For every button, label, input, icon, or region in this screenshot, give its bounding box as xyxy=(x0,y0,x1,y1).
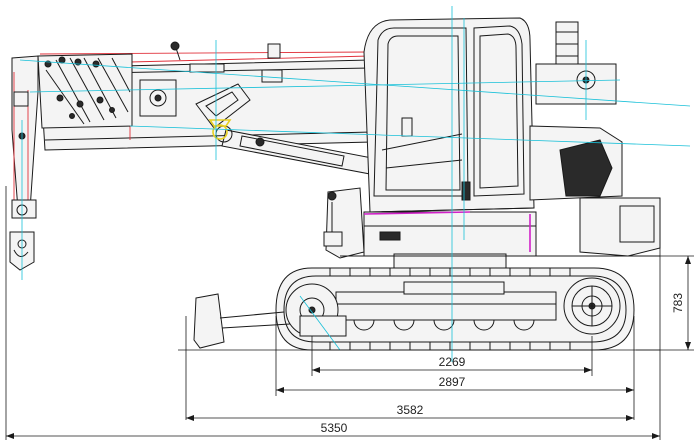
crawler-track xyxy=(193,267,635,351)
track-shoes xyxy=(329,268,571,350)
track-rollers xyxy=(353,319,535,331)
dim-label-height: 783 xyxy=(671,293,685,313)
carbody xyxy=(323,187,660,269)
centerlines xyxy=(19,6,691,362)
hook-marker xyxy=(212,124,228,140)
boom-assembly xyxy=(37,41,373,151)
dim-label-track-length: 2897 xyxy=(439,375,466,389)
dimension-lines xyxy=(5,186,694,440)
dim-label-overall-length: 5350 xyxy=(321,421,348,435)
operator-cab xyxy=(363,17,661,257)
dim-label-sprocket-to-idler: 2269 xyxy=(439,355,466,369)
front-blade xyxy=(193,293,225,349)
hook-block xyxy=(9,55,39,271)
dim-label-blade-to-rear: 3582 xyxy=(397,403,424,417)
mast-counterweight xyxy=(535,21,617,105)
